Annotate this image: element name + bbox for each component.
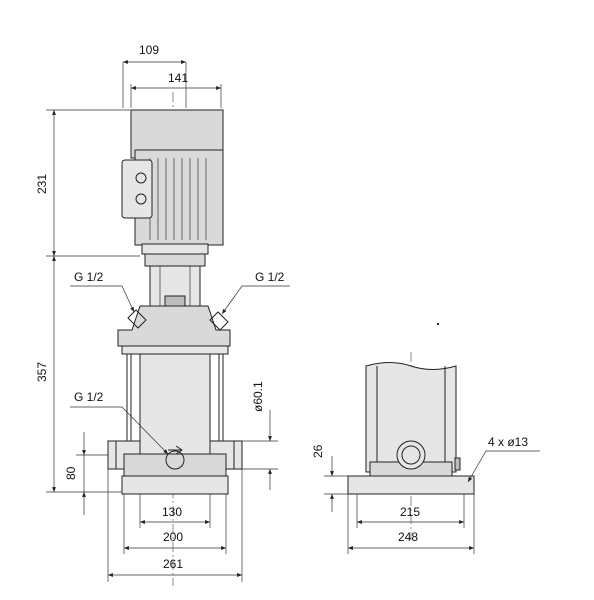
dim-base-width: 261 [163,557,183,571]
side-base-plate [347,475,475,495]
side-port-icon [396,440,426,470]
dim-side-foot-height: 26 [311,444,325,458]
dim-base-height: 80 [64,466,78,480]
dim-foot-distance: 200 [163,530,183,544]
dim-motor-width-inner: 109 [139,43,159,57]
vent-plug-left [127,309,147,329]
dim-port-distance: 130 [162,505,182,519]
motor-flange [141,243,209,255]
vent-plug-right [209,311,229,331]
drain-plug-icon [165,450,185,470]
dim-side-foot-distance: 215 [400,505,420,519]
dim-motor-height: 231 [35,174,49,194]
motor-stool [144,253,206,267]
flow-arrow-icon [168,445,183,455]
motor-cooling-fins [149,158,207,240]
dim-pump-height: 357 [35,362,49,382]
dim-motor-width-outer: 141 [168,71,188,85]
pump-head-flange [121,345,229,355]
dim-pipe-diameter: ø60.1 [251,381,265,412]
dim-side-base-width: 248 [398,530,418,544]
shaft-seal [164,295,186,307]
pump-sleeve [139,353,211,455]
left-port-label: G 1/2 [74,270,104,284]
mounting-holes-label: 4 x ø13 [488,435,528,449]
base-plate [121,475,229,495]
pump-base [123,453,227,477]
pump-head [117,305,231,347]
side-plug [454,457,461,471]
right-port-label: G 1/2 [255,270,285,284]
drain-port-label: G 1/2 [74,390,104,404]
side-view: 26 215 248 4 x ø13 [311,352,540,554]
side-pump-body [365,362,457,473]
cable-gland-icon [135,172,147,184]
cable-gland-icon [135,193,147,205]
terminal-box [121,159,153,219]
registration-mark [437,323,439,325]
front-view: G 1/2 G 1/2 G 1/2 109 141 231 357 80 [35,43,290,586]
